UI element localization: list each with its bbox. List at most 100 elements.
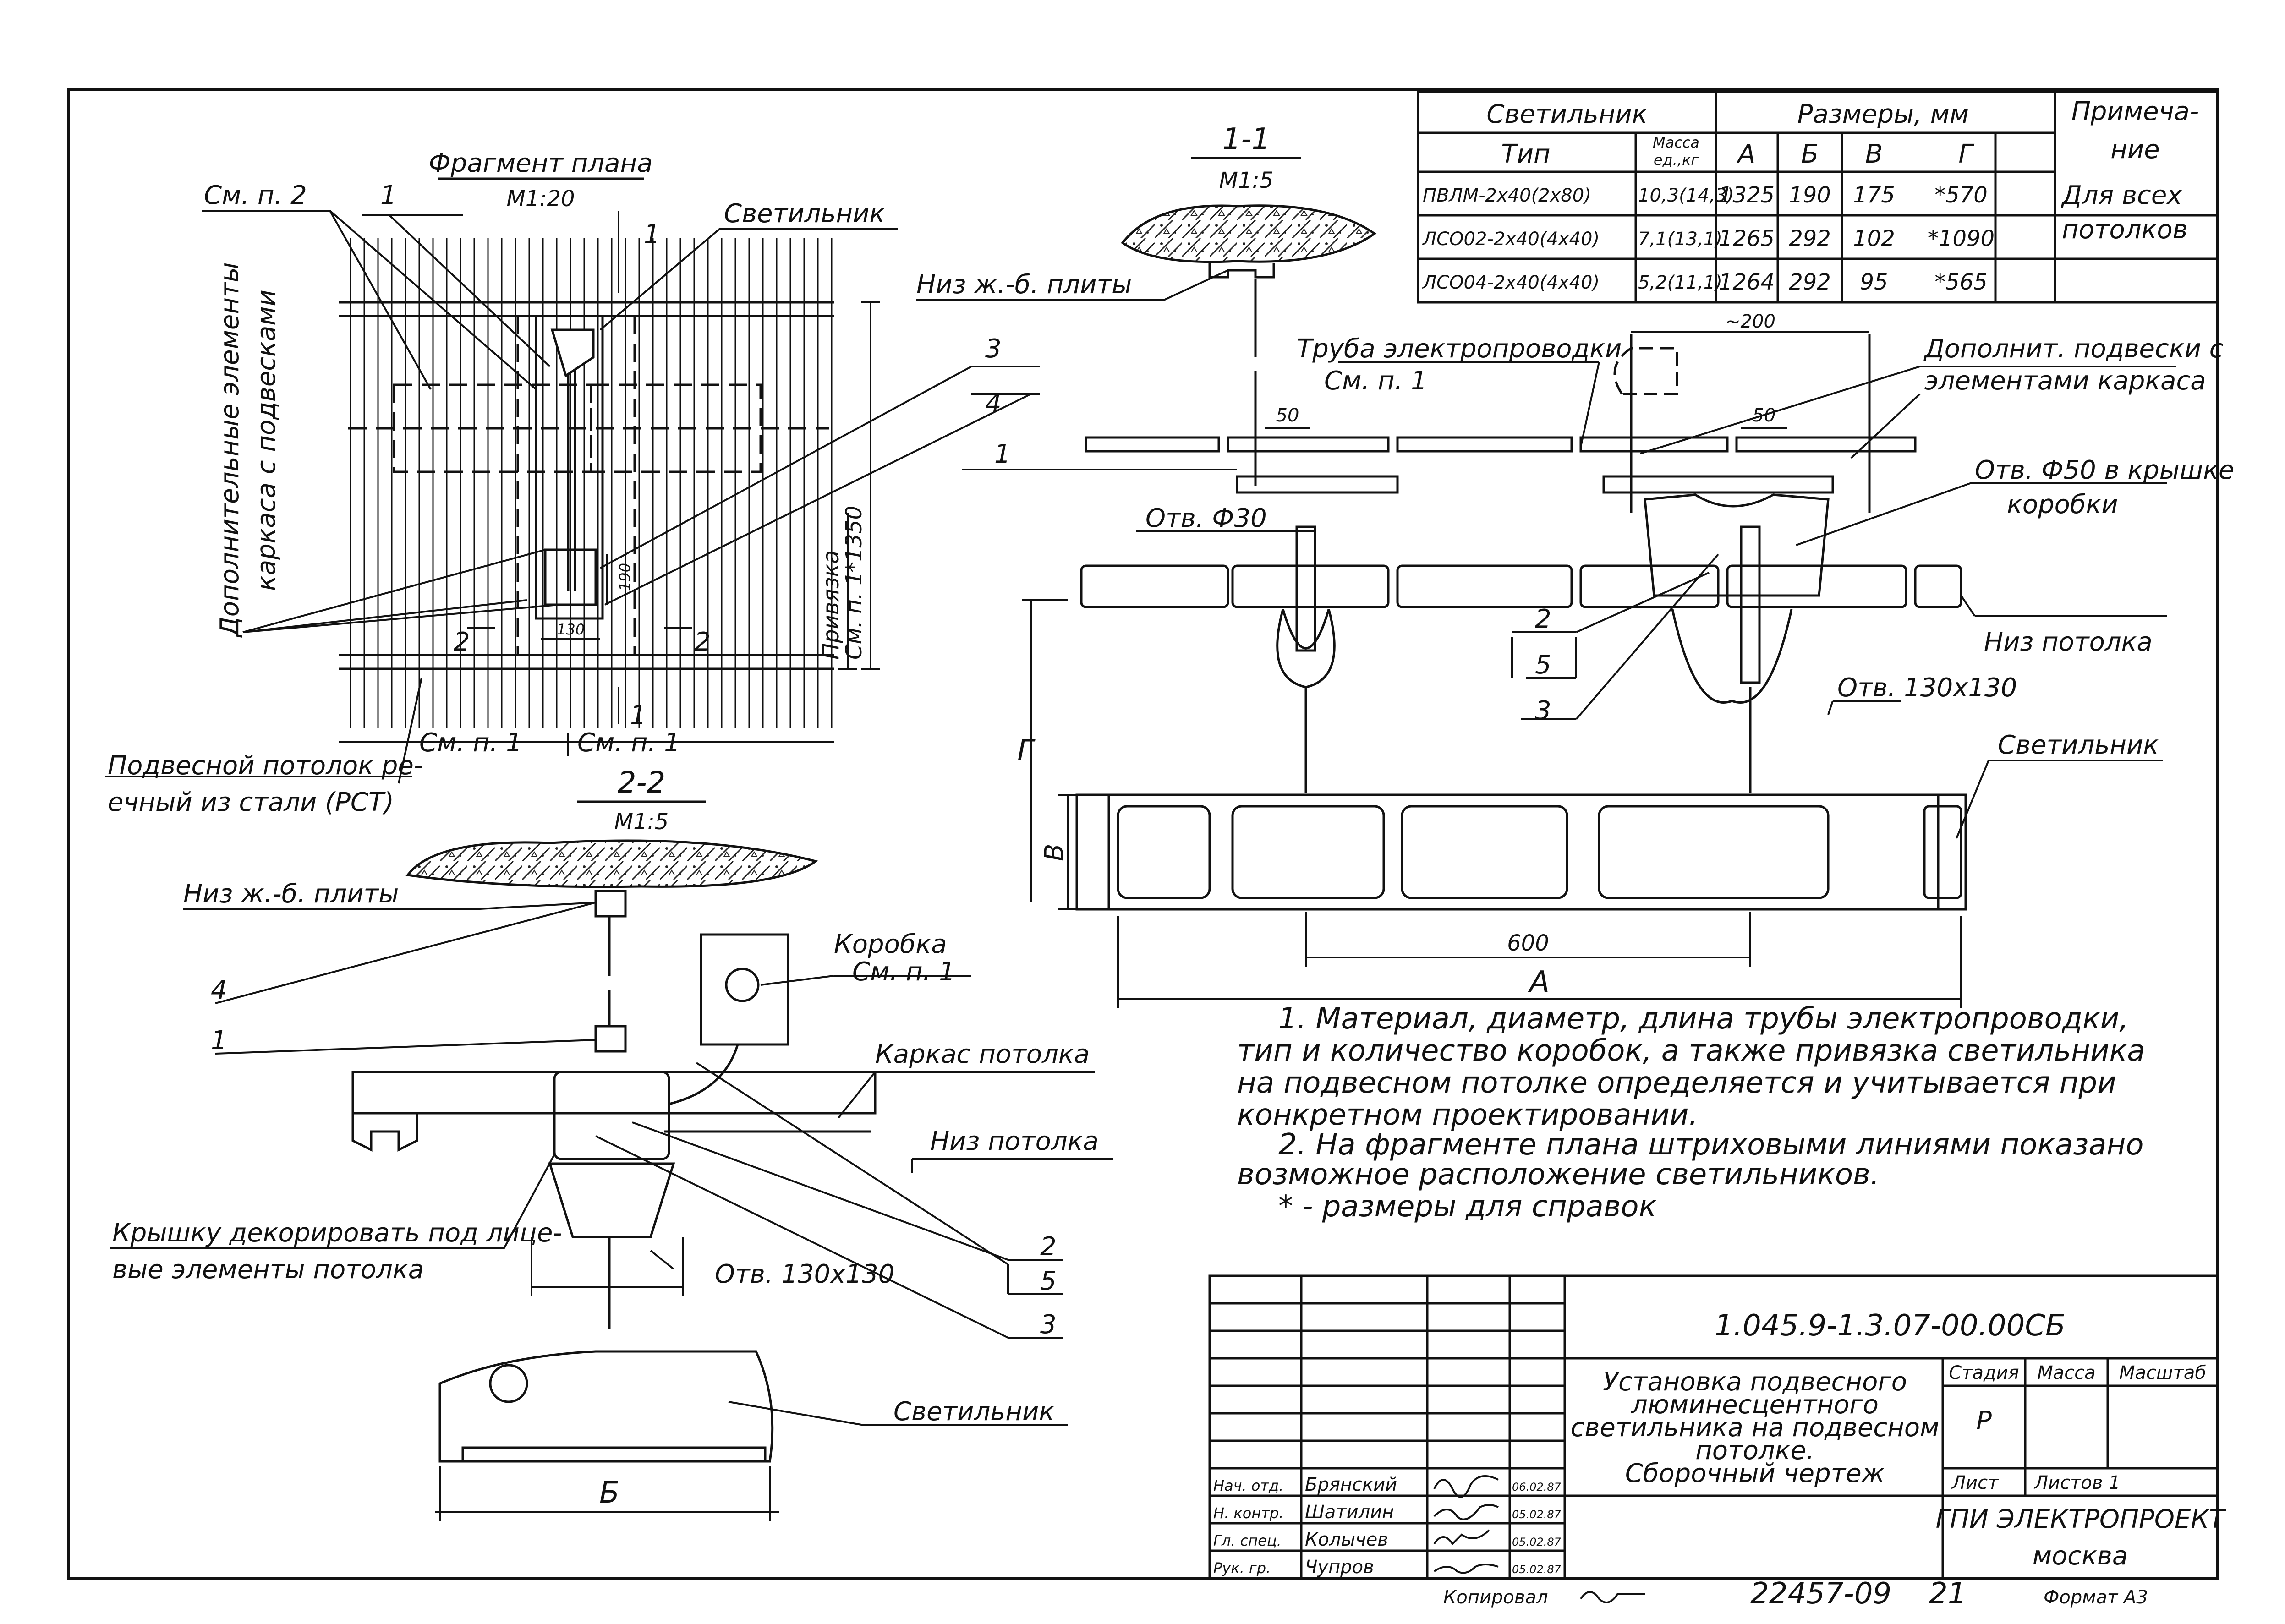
section-1-1-callout-1: 1 xyxy=(994,439,1011,469)
copied-label: Копировал xyxy=(1443,1587,1548,1608)
note-1-line-4: конкретном проектировании. xyxy=(1237,1098,1698,1132)
dim-50-right: 50 xyxy=(1753,405,1776,426)
label-hole-50-1: Отв. Ф50 в крышке xyxy=(1975,455,2234,485)
label-hole-30: Отв. Ф30 xyxy=(1145,503,1267,533)
archive-sheet: 21 xyxy=(1929,1577,1966,1611)
spec-header-mass2: ед.,кг xyxy=(1654,151,1699,169)
label-extra-hangers-2: элементами каркаса xyxy=(1924,366,2206,396)
sheet-border xyxy=(67,88,2219,1580)
label-lid-1: Крышку декорировать под лице- xyxy=(112,1218,562,1248)
spec-header-b: Б xyxy=(1801,139,1819,169)
label-extra-hangers-1: Дополнит. подвески с xyxy=(1923,334,2224,364)
section-1-1-callout-2: 2 xyxy=(1535,604,1551,634)
notes: 1. Материал, диаметр, длина трубы электр… xyxy=(1237,1002,2145,1224)
binding-see-label: См. п. 1 xyxy=(841,571,867,660)
section-2-2-callout-3: 3 xyxy=(1040,1310,1057,1340)
dim-v: В xyxy=(1040,844,1069,861)
label-box-1: Коробка xyxy=(834,930,947,959)
dim-g: Г xyxy=(1017,734,1036,768)
plan-side-label-2: каркаса с подвесками xyxy=(252,290,281,591)
binding-label: Привязка xyxy=(818,550,844,660)
drawing-code: 1.045.9-1.3.07-00.00СБ xyxy=(1715,1309,2066,1343)
label-ceiling-bottom-1-1: Низ потолка xyxy=(1984,627,2153,657)
cut-mark-1-top: 1 xyxy=(644,219,660,249)
staff-row: Нач. отд. Брянский 06.02.87 xyxy=(1213,1474,1562,1495)
format-label: Формат А3 xyxy=(2044,1587,2148,1608)
label-slab-bottom-2-2: Низ ж.-б. плиты xyxy=(183,879,399,909)
archive-number: 22457-09 xyxy=(1750,1577,1891,1611)
section-1-1-title: 1-1 xyxy=(1222,122,1271,156)
plan-title: Фрагмент плана xyxy=(429,148,653,178)
spec-cell-v: 175 xyxy=(1853,182,1895,208)
note-1-line-2: тип и количество коробок, а также привяз… xyxy=(1237,1034,2145,1068)
cut-mark-2-left: 2 xyxy=(454,627,470,657)
organization-city: москва xyxy=(2033,1541,2128,1571)
section-1-1-callout-5: 5 xyxy=(1535,650,1551,680)
spec-header-v: В xyxy=(1865,139,1883,169)
stage-header: Стадия xyxy=(1949,1362,2019,1383)
section-2-2-callout-4: 4 xyxy=(211,975,227,1005)
plan-fragment: Фрагмент плана М1:20 xyxy=(105,148,1040,817)
label-lamp-1-1: Светильник xyxy=(1998,730,2159,760)
staff-row: Гл. спец. Колычев 05.02.87 xyxy=(1213,1529,1562,1550)
label-lamp-2-2: Светильник xyxy=(893,1397,1054,1427)
dim-190: 190 xyxy=(616,563,634,591)
drawing-name-4: потолке. xyxy=(1695,1436,1814,1465)
staff-name: Колычев xyxy=(1305,1529,1388,1550)
plan-callout-3: 3 xyxy=(985,334,1002,364)
section-1-1: 1-1 М1:5 xyxy=(916,122,2234,1008)
staff-row: Н. контр. Шатилин 05.02.87 xyxy=(1213,1502,1562,1523)
slab-1-1 xyxy=(1121,204,1377,263)
staff-role: Гл. спец. xyxy=(1213,1532,1282,1549)
staff-role: Нач. отд. xyxy=(1213,1477,1283,1494)
spec-row: ПВЛМ-2х40(2х80) 10,3(14,3) 1325 190 175 … xyxy=(1423,182,1988,208)
title-block-text: 1.045.9-1.3.07-00.00СБ Установка подвесн… xyxy=(1213,1309,2226,1578)
drawing-name-1: Установка подвесного xyxy=(1603,1367,1907,1397)
title-block xyxy=(1208,1274,2219,1580)
ceiling-slats xyxy=(339,238,834,728)
spec-cell-b: 292 xyxy=(1789,226,1831,252)
spec-cell-v: 102 xyxy=(1853,226,1895,252)
section-1-1-scale: М1:5 xyxy=(1219,168,1274,193)
plan-ceiling-label-2: ечный из стали (РСТ) xyxy=(108,787,394,817)
label-ceiling-bottom-2-2: Низ потолка xyxy=(930,1126,1099,1156)
signatures xyxy=(1433,1475,1499,1574)
scale-header: Масштаб xyxy=(2119,1362,2206,1383)
spec-note-text2: потолков xyxy=(2062,215,2188,245)
staff-date: 05.02.87 xyxy=(1512,1508,1562,1521)
staff-name: Шатилин xyxy=(1305,1502,1394,1523)
note-3: * - размеры для справок xyxy=(1278,1190,1657,1224)
spec-cell-type: ПВЛМ-2х40(2х80) xyxy=(1423,185,1591,206)
slab-2-2 xyxy=(405,839,818,888)
dim-a: А xyxy=(1528,965,1550,999)
section-2-2: 2-2 М1:5 xyxy=(110,766,1113,1521)
note-1-line-1: 1. Материал, диаметр, длина трубы электр… xyxy=(1278,1002,2129,1036)
staff-name: Брянский xyxy=(1305,1474,1397,1495)
staff-row: Рук. гр. Чупров 05.02.87 xyxy=(1213,1557,1562,1578)
organization-name: ГПИ ЭЛЕКТРОПРОЕКТ xyxy=(1936,1504,2227,1534)
spec-table xyxy=(1417,90,2219,304)
spec-cell-mass: 10,3(14,3) xyxy=(1638,185,1734,206)
lamp-plan-icon xyxy=(550,328,595,377)
drawing-name-3: светильника на подвесном xyxy=(1571,1413,1940,1443)
spec-row: ЛСО02-2х40(4х40) 7,1(13,1) 1265 292 102 … xyxy=(1422,226,1995,252)
label-lid-2: вые элементы потолка xyxy=(112,1255,424,1285)
plan-side-label-1: Дополнительные элементы xyxy=(215,262,245,638)
staff-date: 05.02.87 xyxy=(1512,1563,1562,1576)
label-frame: Каркас потолка xyxy=(875,1039,1090,1069)
label-pipe-1: Труба электропроводки xyxy=(1297,334,1622,364)
spec-cell-b: 190 xyxy=(1789,182,1831,208)
drawing-name-5: Сборочный чертеж xyxy=(1625,1459,1885,1488)
section-2-2-callout-2: 2 xyxy=(1040,1232,1057,1262)
spec-header-g: Г xyxy=(1958,139,1974,169)
spec-cell-a: 1264 xyxy=(1719,269,1775,295)
plan-callout-4: 4 xyxy=(985,389,1002,419)
spec-cell-a: 1325 xyxy=(1719,182,1775,208)
spec-header-a: А xyxy=(1737,139,1755,169)
spec-cell-v: 95 xyxy=(1860,269,1888,295)
note-2-line-2: возможное расположение светильников. xyxy=(1237,1158,1880,1192)
label-hole-130-2-2: Отв. 130х130 xyxy=(715,1259,894,1289)
spec-note-text: Для всех xyxy=(2060,180,2182,210)
spec-cell-g: *565 xyxy=(1934,269,1988,295)
spec-header-fixture: Светильник xyxy=(1486,99,1647,129)
